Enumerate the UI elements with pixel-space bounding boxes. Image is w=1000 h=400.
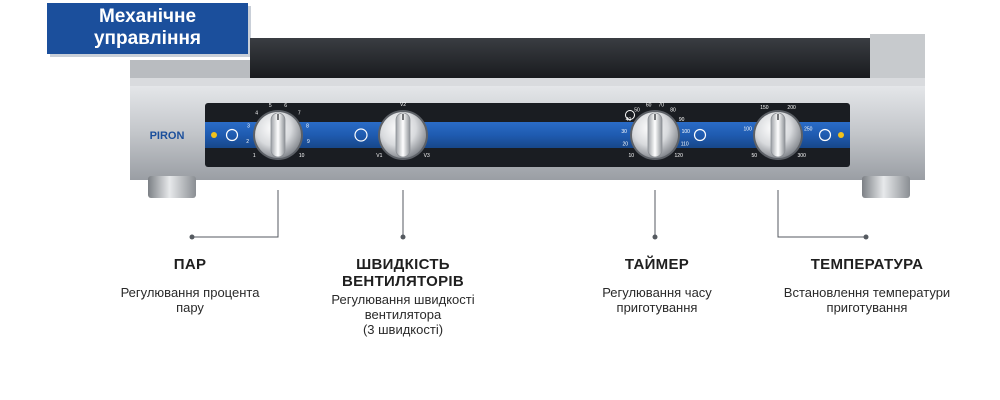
callout-dot-timer xyxy=(652,234,658,240)
caption-timer-desc-1: Регулювання часу xyxy=(602,285,712,300)
caption-temp-desc: Встановлення температури приготування xyxy=(762,285,972,315)
knob-temp[interactable]: 50 100 150 200 250 300 xyxy=(744,105,813,160)
knob-temp-tick-label: 200 xyxy=(787,105,796,111)
knob-steam-tick-label: 8 xyxy=(306,124,309,130)
caption-timer-desc-2: приготування xyxy=(616,300,698,315)
knob-timer-tick-label: 50 xyxy=(634,108,640,114)
callout-line-steam xyxy=(192,190,279,238)
knob-steam-tick-label: 3 xyxy=(247,124,250,130)
caption-fan-desc-1: Регулювання швидкості xyxy=(331,292,475,307)
caption-fan-desc-2: вентилятора xyxy=(364,307,442,322)
knob-timer-tick-label: 40 xyxy=(626,117,632,123)
knob-temp-tick-label: 100 xyxy=(744,127,753,133)
knob-steam-tick-label: 4 xyxy=(255,111,258,117)
caption-timer: ТАЙМЕР Регулювання часу приготування xyxy=(557,256,757,315)
caption-fan: ШВИДКІСТЬ ВЕНТИЛЯТОРІВ Регулювання швидк… xyxy=(298,256,508,337)
knob-timer-tick-label: 70 xyxy=(659,103,665,109)
knob-timer-tick-label: 90 xyxy=(679,117,685,123)
caption-fan-desc: Регулювання швидкості вентилятора (3 шви… xyxy=(298,292,508,337)
callout-dot-steam xyxy=(189,234,195,240)
knob-timer-tick-label: 30 xyxy=(621,129,627,135)
brand-logo: PIRON xyxy=(150,130,185,142)
oven-top xyxy=(250,38,880,83)
foot-right xyxy=(862,176,910,198)
knob-fan-tick-label: V1 xyxy=(376,153,382,159)
knob-timer-tick-label: 10 xyxy=(629,153,635,159)
oven-right-top xyxy=(870,34,925,83)
caption-steam-desc-1: Регулювання процента xyxy=(120,285,260,300)
knob-steam-tick-label: 9 xyxy=(307,139,310,145)
oven-left-top xyxy=(130,60,250,83)
caption-temp-desc-2: приготування xyxy=(826,300,908,315)
section-badge: Механічне управління xyxy=(47,3,248,54)
knob-steam-tick-label: 5 xyxy=(269,103,272,109)
indicator-light-left xyxy=(211,132,217,138)
knob-fan-tick-label: V3 xyxy=(424,153,430,159)
knob-temp-tick-label: 150 xyxy=(760,105,769,111)
knob-steam-tick-label: 2 xyxy=(246,139,249,145)
caption-steam-desc: Регулювання процента пару xyxy=(90,285,290,315)
callout-dots xyxy=(189,234,869,240)
knob-fan-grip xyxy=(395,112,411,158)
knob-timer-tick-label: 100 xyxy=(682,129,691,135)
knob-steam-grip xyxy=(270,112,286,158)
knob-timer-tick-label: 120 xyxy=(675,153,684,159)
caption-temp-title: ТЕМПЕРАТУРА xyxy=(810,256,924,273)
callout-dot-temp xyxy=(863,234,869,240)
badge-line-2: управління xyxy=(93,28,202,49)
caption-fan-title-1: ШВИДКІСТЬ xyxy=(356,256,450,273)
fan-icon xyxy=(354,128,368,142)
indicator-light-right xyxy=(838,132,844,138)
callout-dot-fan xyxy=(400,234,406,240)
caption-temp: ТЕМПЕРАТУРА Встановлення температури при… xyxy=(762,256,972,315)
knob-steam-tick-label: 10 xyxy=(299,153,305,159)
knob-fan-tick-label: V2 xyxy=(400,102,406,108)
caption-steam: ПАР Регулювання процента пару xyxy=(90,256,290,315)
thermometer-icon xyxy=(818,128,832,142)
knob-steam-tick-label: 1 xyxy=(253,153,256,159)
control-stripe xyxy=(205,122,850,148)
clock-icon xyxy=(693,128,707,142)
knob-timer-grip xyxy=(647,112,663,158)
caption-steam-title: ПАР xyxy=(173,256,207,273)
caption-steam-desc-2: пару xyxy=(176,300,204,315)
knob-steam-tick-label: 7 xyxy=(298,111,301,117)
badge-line-1: Механічне xyxy=(98,6,197,27)
knob-timer-tick-label: 110 xyxy=(681,142,689,148)
foot-left xyxy=(148,176,196,198)
knob-timer-tick-label: 60 xyxy=(646,103,652,109)
knob-steam[interactable]: 1 2 3 4 5 6 7 8 9 10 xyxy=(246,103,310,160)
steam-icon xyxy=(225,128,239,142)
caption-timer-desc: Регулювання часу приготування xyxy=(557,285,757,315)
knob-timer-tick-label: 80 xyxy=(670,108,676,114)
caption-timer-title: ТАЙМЕР xyxy=(624,256,690,273)
knob-temp-tick-label: 250 xyxy=(804,127,813,133)
callout-lines xyxy=(192,190,866,238)
callout-line-temp xyxy=(777,190,866,238)
knob-timer-tick-label: 20 xyxy=(623,142,629,148)
bell-icon xyxy=(625,110,635,120)
knob-temp-tick-label: 300 xyxy=(798,153,807,159)
caption-fan-desc-3: (3 швидкості) xyxy=(362,322,444,337)
knob-temp-tick-label: 50 xyxy=(752,153,758,159)
knob-temp-grip xyxy=(770,112,786,158)
caption-fan-title-2: ВЕНТИЛЯТОРІВ xyxy=(342,273,464,290)
oven-rim xyxy=(130,78,925,86)
knob-steam-tick-label: 6 xyxy=(284,103,287,109)
caption-temp-desc-1: Встановлення температури xyxy=(783,285,951,300)
